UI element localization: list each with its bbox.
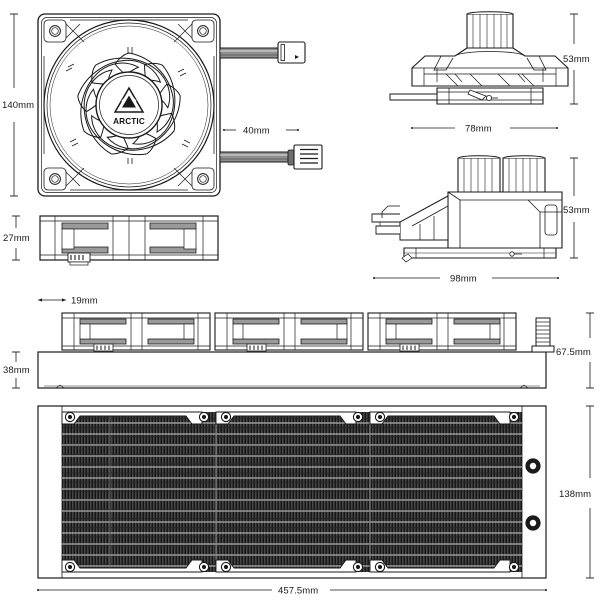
dimension-label-38mm: 38mm	[3, 365, 30, 376]
argb-connector	[293, 144, 323, 170]
dimension-label-98mm: 98mm	[450, 274, 477, 285]
dimension-radiator-thickness-38: 38mm	[3, 351, 30, 389]
argb-connector-pins	[300, 148, 318, 164]
dimension-label-27mm: 27mm	[3, 233, 30, 244]
fan-side-connector	[67, 252, 91, 266]
radiator-front-view	[37, 405, 547, 579]
dimension-label-4575mm: 457.5mm	[278, 586, 318, 597]
dimension-label-675mm: 67.5mm	[556, 347, 591, 358]
fan-side-view	[39, 215, 219, 266]
fan-ring-accent	[49, 25, 209, 185]
fan-shroud-inner	[46, 22, 212, 188]
radiator-side-fan-blades	[79, 318, 501, 345]
dimension-fan-thickness-27: 27mm	[3, 215, 30, 261]
dimension-radiator-width-4575: 457.5mm	[37, 586, 547, 597]
dimension-pump-width-78: 78mm	[411, 124, 558, 135]
dimension-label-53mm-side: 53mm	[563, 205, 590, 216]
radiator-fin-core	[62, 412, 522, 572]
argb-cable	[219, 144, 323, 170]
dimension-pump-width-98: 98mm	[373, 274, 559, 285]
radiator-side-fan-connectors	[93, 343, 420, 352]
dimension-fan-depth-19: 19mm	[38, 296, 98, 307]
radiator-tube-rows	[62, 422, 522, 567]
dimension-label-40mm: 40mm	[243, 126, 270, 137]
dimension-total-height-675: 67.5mm	[556, 312, 594, 389]
fan-shroud-outer	[43, 19, 215, 191]
radiator-side-view	[37, 312, 555, 389]
dimension-pump-height-53-top: 53mm	[563, 13, 590, 105]
pump-side-view	[371, 155, 563, 263]
radiator-fan-seams	[109, 412, 371, 572]
dimension-label-138mm: 138mm	[559, 489, 591, 500]
arctic-logo-icon	[113, 86, 145, 113]
pump-top-view	[389, 11, 569, 105]
arctic-logo-text: ARCTIC	[113, 117, 145, 126]
dimension-label-53mm-top: 53mm	[563, 54, 590, 65]
fan-side-blades	[61, 222, 197, 254]
fan-corner-mounts	[43, 19, 215, 191]
dimension-radiator-height-138: 138mm	[559, 405, 594, 579]
radiator-fill-port	[531, 317, 555, 353]
dimension-cable-40: 40mm	[223, 126, 299, 137]
radiator-end-tank-ports	[525, 458, 541, 531]
radiator-side-slab	[37, 351, 547, 389]
radiator-top-mount-rail	[61, 411, 520, 425]
dimension-label-78mm: 78mm	[465, 124, 492, 135]
dimension-label-140mm: 140mm	[2, 100, 34, 111]
fan-front-view: ARCTIC	[37, 13, 221, 197]
fan-rim-notches	[65, 47, 191, 164]
dimension-pump-height-53-side: 53mm	[563, 157, 590, 259]
radiator-bottom-mount-rail	[61, 559, 520, 573]
dimension-fan-height-140: 140mm	[2, 13, 34, 197]
pwm-cable	[219, 41, 306, 64]
dimension-label-19mm: 19mm	[71, 296, 98, 307]
fan-frame-inner	[41, 17, 217, 193]
